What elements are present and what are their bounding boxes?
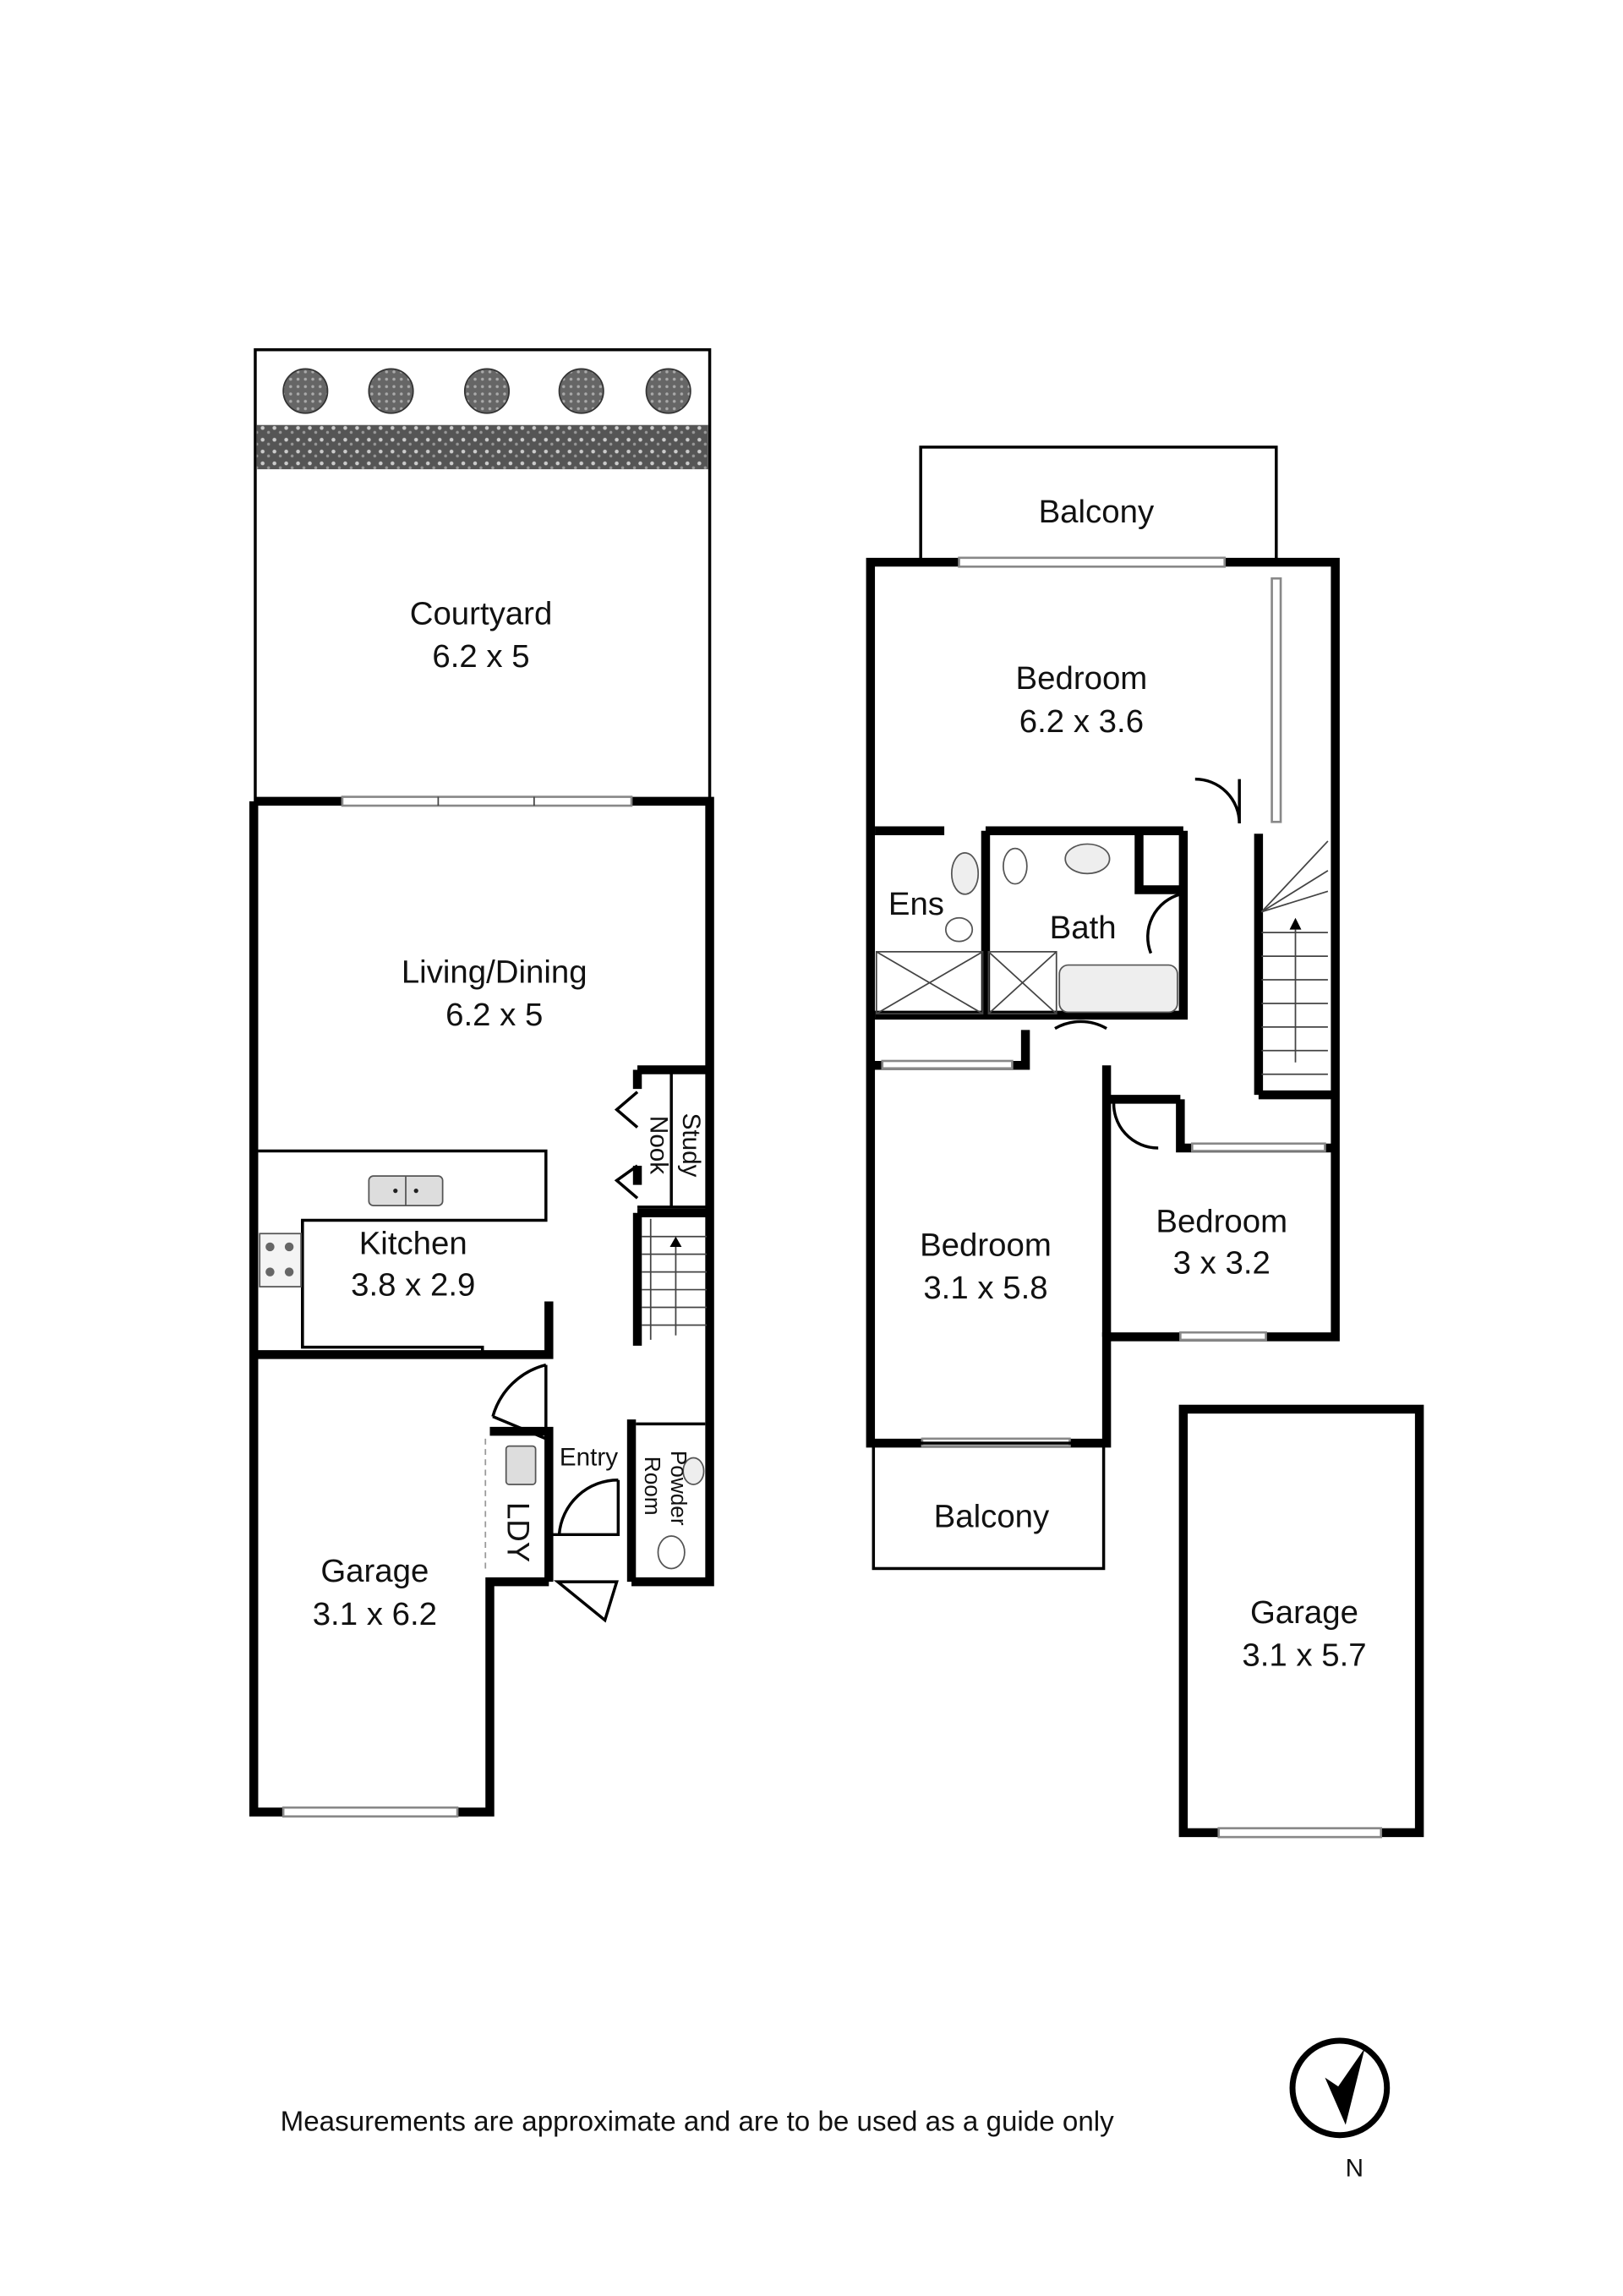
laundry-sink-icon [505, 1445, 537, 1485]
balcony-top-label: Balcony [1039, 494, 1155, 530]
powder-room: Powder Room [626, 1419, 706, 1583]
living-size: 6.2 x 5 [445, 997, 543, 1033]
garden-bed [256, 424, 708, 470]
garage-upper-size: 3.1 x 5.7 [1242, 1637, 1366, 1674]
ldy-label: LDY [500, 1502, 535, 1562]
garage-size: 3.1 x 6.2 [313, 1596, 437, 1632]
shrub-icon [282, 368, 329, 414]
basin-icon [950, 852, 980, 895]
sliding-door [341, 795, 633, 807]
courtyard-size: 6.2 x 5 [432, 638, 529, 675]
ensuite-label: Ens [888, 886, 944, 922]
powder-label: Powder [666, 1451, 691, 1526]
shrub-icon [558, 368, 604, 414]
bedroom-2-size: 3.1 x 5.8 [923, 1270, 1047, 1306]
bedroom-3-size: 3 x 3.2 [1173, 1244, 1271, 1281]
kitchen-label: Kitchen [359, 1226, 467, 1262]
courtyard-label: Courtyard [410, 595, 553, 631]
kitchen: Kitchen 3.8 x 2.9 [258, 1149, 548, 1355]
shrub-icon [645, 368, 691, 414]
compass-icon [1289, 2037, 1391, 2139]
toilet-icon [1003, 847, 1028, 885]
shrubs [282, 368, 691, 414]
room-label: Room [640, 1457, 665, 1516]
bedroom-main-label: Bedroom [1016, 660, 1148, 697]
basin-icon [1064, 843, 1111, 875]
balcony-bottom-label: Balcony [934, 1499, 1050, 1535]
up-arrow-icon [669, 1236, 682, 1247]
nook-label: Nook [645, 1116, 673, 1174]
laundry: LDY [484, 1426, 554, 1583]
cooktop-icon [259, 1233, 302, 1287]
bathtub-icon [1058, 964, 1178, 1014]
basin-icon [682, 1457, 705, 1485]
compass-north-label: N [1346, 2155, 1363, 2183]
upper-floor: Balcony Bedroom 6.2 x 3.6 Ens Bath [866, 446, 1424, 1839]
shrub-icon [368, 368, 414, 414]
bedroom-3-label: Bedroom [1156, 1203, 1287, 1239]
stairs [632, 1208, 710, 1346]
balcony-bottom [872, 1441, 1106, 1571]
ground-floor: Courtyard 6.2 x 5 Living/Dining 6.2 x 5 … [249, 347, 714, 1818]
living-label: Living/Dining [402, 954, 587, 991]
kitchen-size: 3.8 x 2.9 [351, 1267, 475, 1304]
garage-door [281, 1806, 459, 1818]
double-sink-icon [368, 1175, 444, 1206]
shrub-icon [463, 368, 511, 414]
disclaimer: Measurements are approximate and are to … [281, 2106, 1114, 2137]
study-nook: Study Nook [614, 1065, 710, 1209]
entry-label: Entry [560, 1443, 618, 1471]
bath-label: Bath [1050, 910, 1117, 946]
courtyard: Courtyard 6.2 x 5 [254, 347, 712, 803]
bedroom-2-label: Bedroom [920, 1227, 1052, 1263]
garage-upper-label: Garage [1250, 1594, 1358, 1631]
garage-label: Garage [320, 1553, 429, 1589]
bedroom-main-size: 6.2 x 3.6 [1019, 703, 1144, 740]
up-arrow-icon [1289, 917, 1302, 930]
toilet-icon [657, 1535, 686, 1570]
toilet-icon [944, 916, 974, 943]
study-label: Study [677, 1113, 705, 1178]
stairs [1254, 834, 1336, 1100]
